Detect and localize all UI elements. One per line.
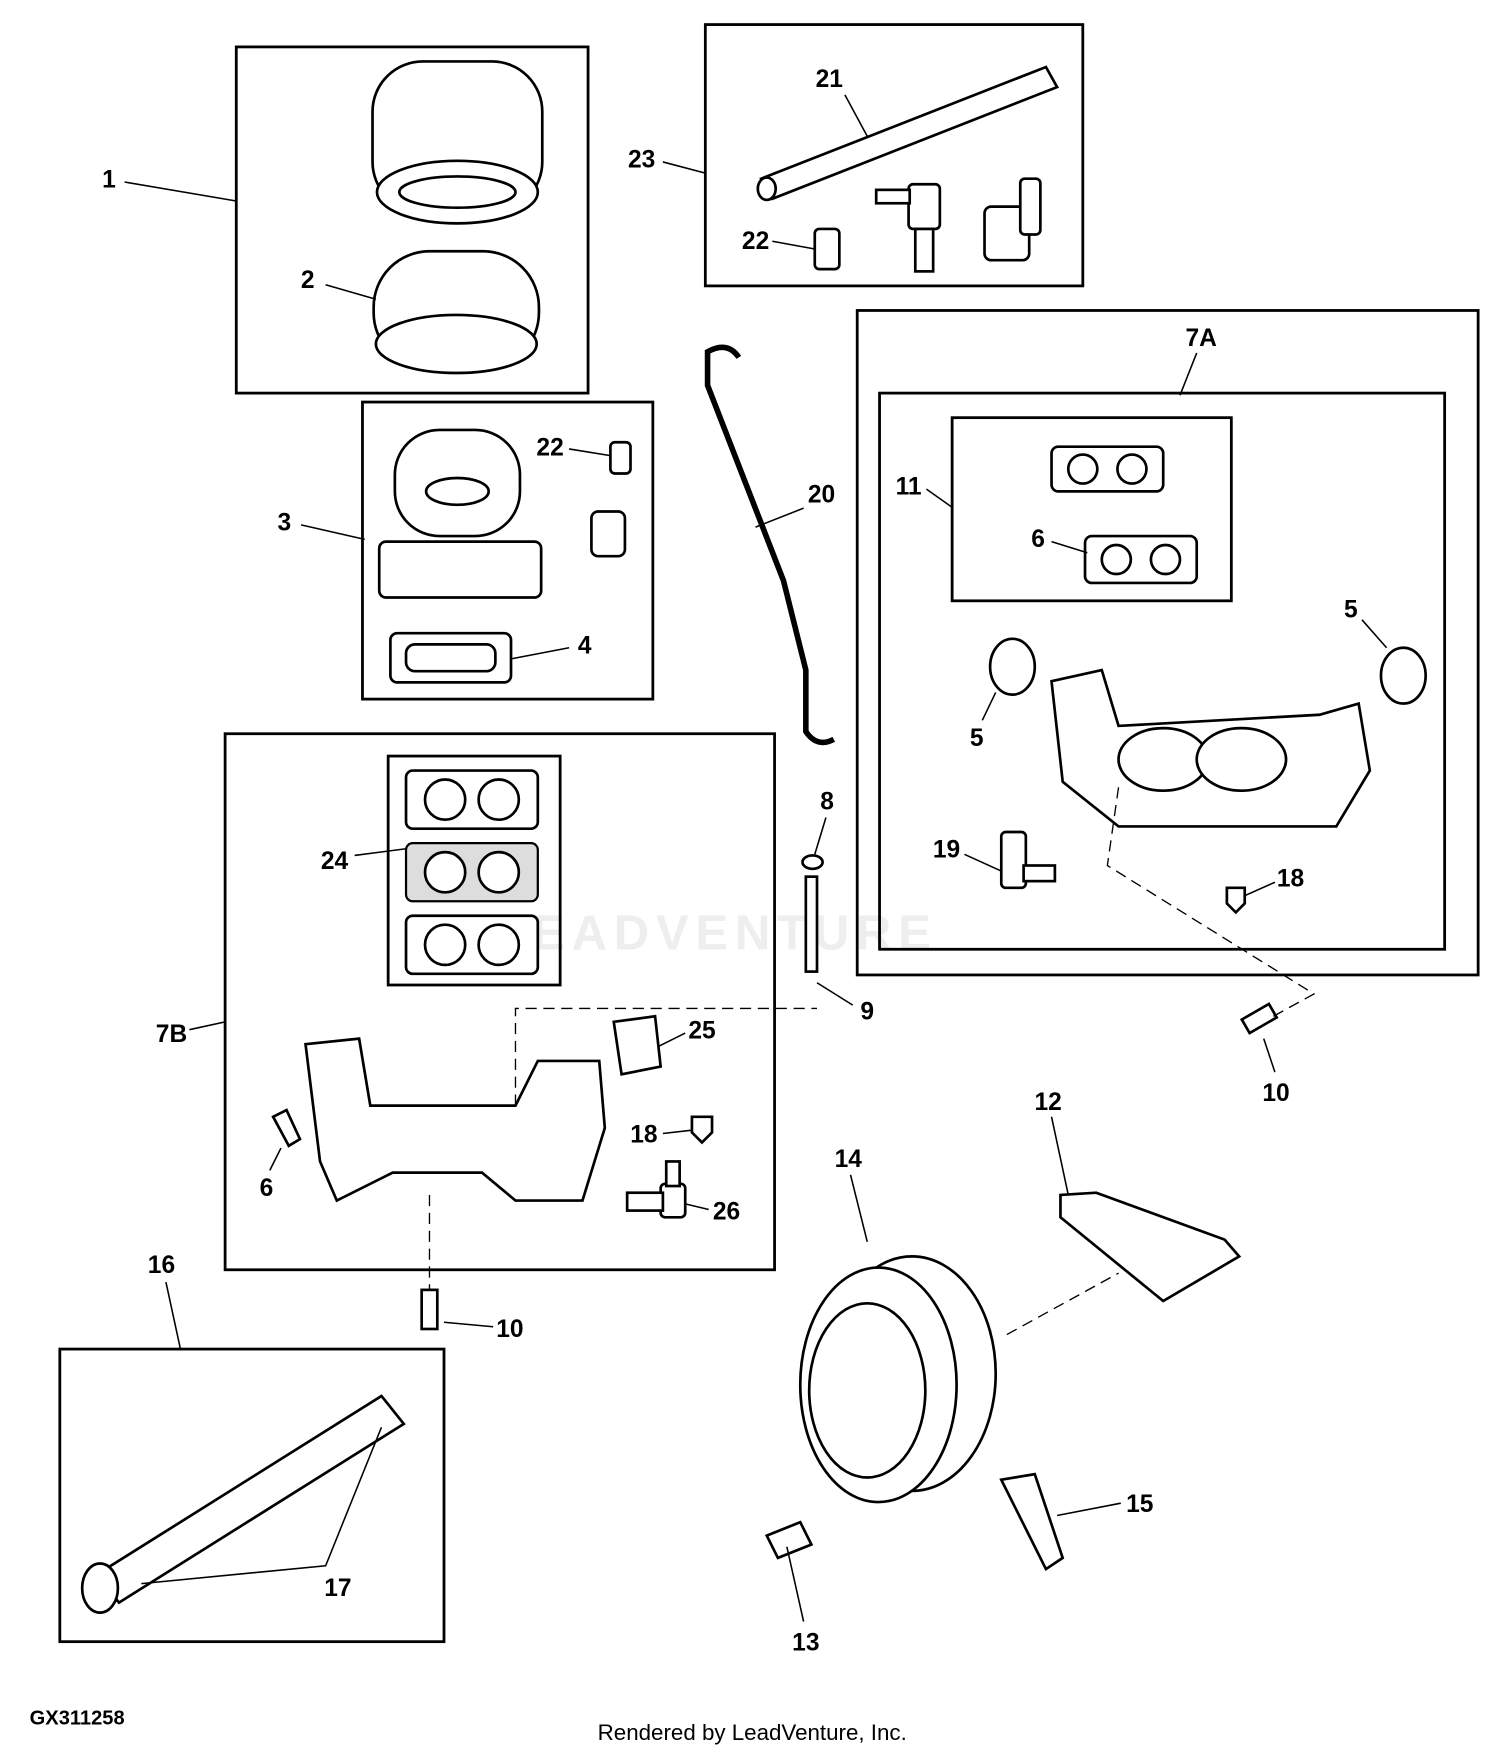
callout-5: 5 [970, 725, 984, 752]
callout-15: 15 [1126, 1491, 1153, 1518]
figure-id: GX311258 [30, 1707, 125, 1729]
callout-4: 4 [578, 632, 592, 659]
group-box-11 [950, 416, 1233, 603]
screw-13-icon [764, 1520, 814, 1560]
callout-8: 8 [820, 789, 834, 816]
watermark: LEADVENTURE [495, 906, 937, 960]
fitting-elbow-icon [983, 177, 1042, 262]
tube-22b-icon [813, 227, 841, 271]
screw-10b-icon [1239, 1002, 1279, 1035]
gasket-set-24-icon [404, 769, 540, 976]
plug-18b-icon [690, 1115, 714, 1145]
pre-cleaner-icon [372, 249, 541, 375]
gasket-6-icon [1050, 445, 1199, 585]
callout-5: 5 [1344, 597, 1358, 624]
footer-credit: Rendered by LeadVenture, Inc. [598, 1720, 907, 1745]
fitting-icon [590, 510, 627, 558]
plug-18a-icon [1225, 886, 1247, 915]
callout-26: 26 [713, 1199, 740, 1226]
group-box-1 [234, 45, 590, 395]
o-ring-5b-icon [1379, 646, 1427, 705]
screw-10a-icon [420, 1288, 439, 1331]
hose-21-icon [756, 65, 1060, 202]
callout-17: 17 [324, 1575, 351, 1602]
intake-manifold-7a-icon [1050, 668, 1372, 828]
group-box-23 [703, 23, 1085, 288]
fitting-26-icon [625, 1160, 687, 1219]
callout-9: 9 [860, 999, 874, 1026]
air-filter-element-icon [371, 60, 544, 225]
callout-10: 10 [1262, 1080, 1289, 1107]
fitting-tee-icon [874, 182, 942, 273]
fitting-19-icon [999, 830, 1057, 890]
tube-15-icon [999, 1472, 1065, 1572]
group-box-16 [58, 1347, 446, 1644]
leader-lines [124, 94, 1388, 1622]
callout-11: 11 [896, 474, 922, 501]
callout-21: 21 [816, 66, 843, 93]
gasket-4-icon [389, 631, 513, 684]
bracket-12-icon [1059, 1191, 1242, 1303]
callout-24: 24 [321, 848, 349, 875]
callout-20: 20 [808, 482, 835, 509]
screw-6-icon [271, 1108, 302, 1148]
callout-14: 14 [835, 1146, 863, 1173]
callout-12: 12 [1035, 1089, 1062, 1116]
callout-22: 22 [536, 435, 563, 462]
air-cleaner-base-icon [377, 428, 543, 599]
callout-10: 10 [496, 1316, 523, 1343]
callout-6: 6 [260, 1175, 274, 1202]
callout-7a: 7A [1185, 325, 1217, 352]
tube-22-icon [609, 440, 632, 475]
callout-3: 3 [277, 509, 291, 536]
callout-1: 1 [102, 167, 116, 194]
callout-13: 13 [792, 1630, 819, 1657]
callout-6: 6 [1031, 526, 1045, 553]
washer-8-icon [801, 854, 824, 871]
group-box-7b [223, 732, 776, 1272]
callout-19: 19 [933, 837, 960, 864]
callout-18: 18 [630, 1121, 657, 1148]
callout-16: 16 [148, 1252, 175, 1279]
oil-filter-adapter-14-icon [798, 1255, 998, 1504]
callout-18: 18 [1277, 866, 1304, 893]
tube-16-icon [80, 1394, 406, 1614]
intake-manifold-7b-icon [304, 1037, 607, 1203]
callout-23: 23 [628, 147, 655, 174]
group-box-3 [361, 400, 655, 701]
group-box-7a-outer [855, 309, 1480, 977]
gasket-25-icon [612, 1014, 663, 1076]
o-ring-5a-icon [988, 637, 1037, 696]
group-box-7a-inner [878, 391, 1447, 951]
callout-2: 2 [301, 267, 315, 294]
callout-22: 22 [742, 228, 769, 255]
stud-9-icon [804, 875, 819, 973]
callout-7b: 7B [156, 1021, 187, 1048]
callout-25: 25 [688, 1018, 715, 1045]
group-box-24 [386, 754, 562, 987]
breather-tube-20-icon [704, 344, 836, 746]
